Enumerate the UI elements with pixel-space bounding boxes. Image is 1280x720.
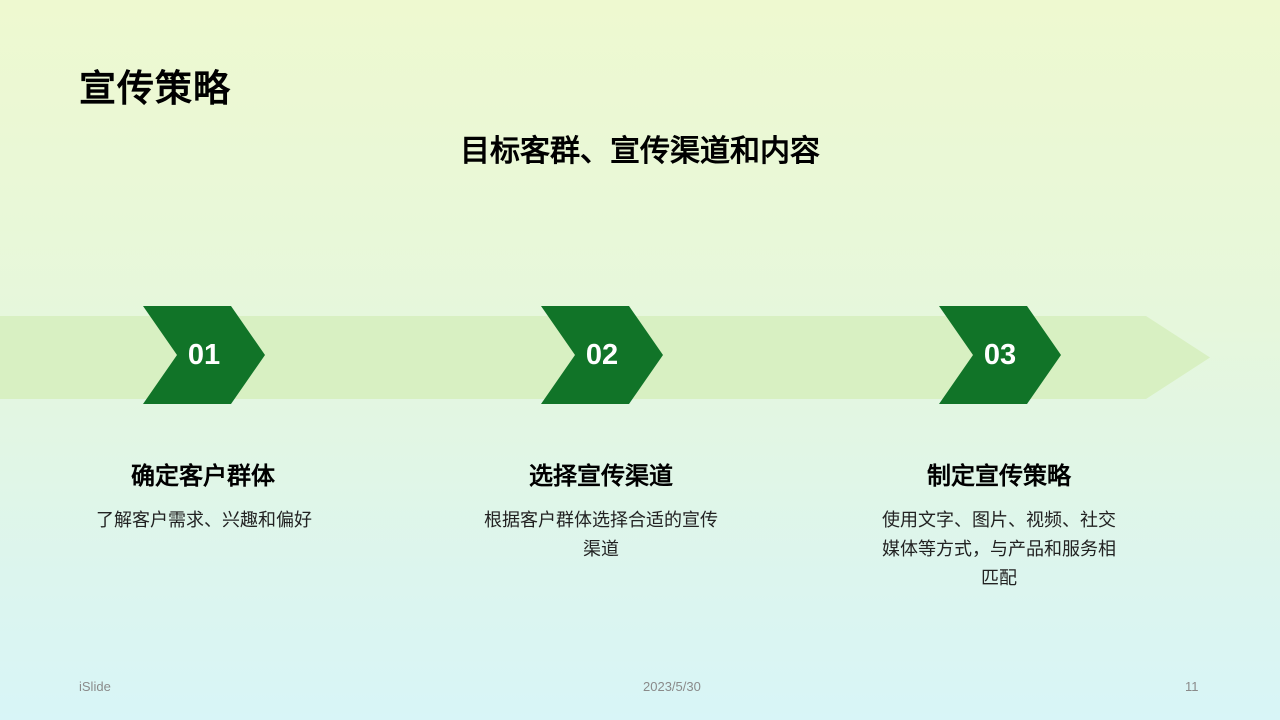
step-2-description: 根据客户群体选择合适的宣传渠道 bbox=[484, 510, 718, 560]
step-2-chevron: 02 bbox=[541, 306, 663, 404]
footer-brand: iSlide bbox=[79, 679, 111, 694]
step-1-chevron: 01 bbox=[143, 306, 265, 404]
step-3-number: 03 bbox=[983, 338, 1017, 371]
step-1-title: 确定客户群体 bbox=[131, 462, 275, 490]
step-2-number: 02 bbox=[585, 338, 619, 371]
footer-page-number: 11 bbox=[1185, 679, 1199, 694]
slide-subtitle: 目标客群、宣传渠道和内容 bbox=[460, 134, 820, 169]
slide-title: 宣传策略 bbox=[79, 67, 231, 110]
step-1-number: 01 bbox=[187, 338, 221, 371]
step-1-description: 了解客户需求、兴趣和偏好 bbox=[96, 510, 312, 531]
footer-date: 2023/5/30 bbox=[643, 679, 701, 694]
step-3-title: 制定宣传策略 bbox=[927, 462, 1071, 490]
step-3-chevron: 03 bbox=[939, 306, 1061, 404]
step-3-description: 使用文字、图片、视频、社交媒体等方式，与产品和服务相匹配 bbox=[882, 510, 1116, 589]
step-2-title: 选择宣传渠道 bbox=[529, 462, 673, 490]
